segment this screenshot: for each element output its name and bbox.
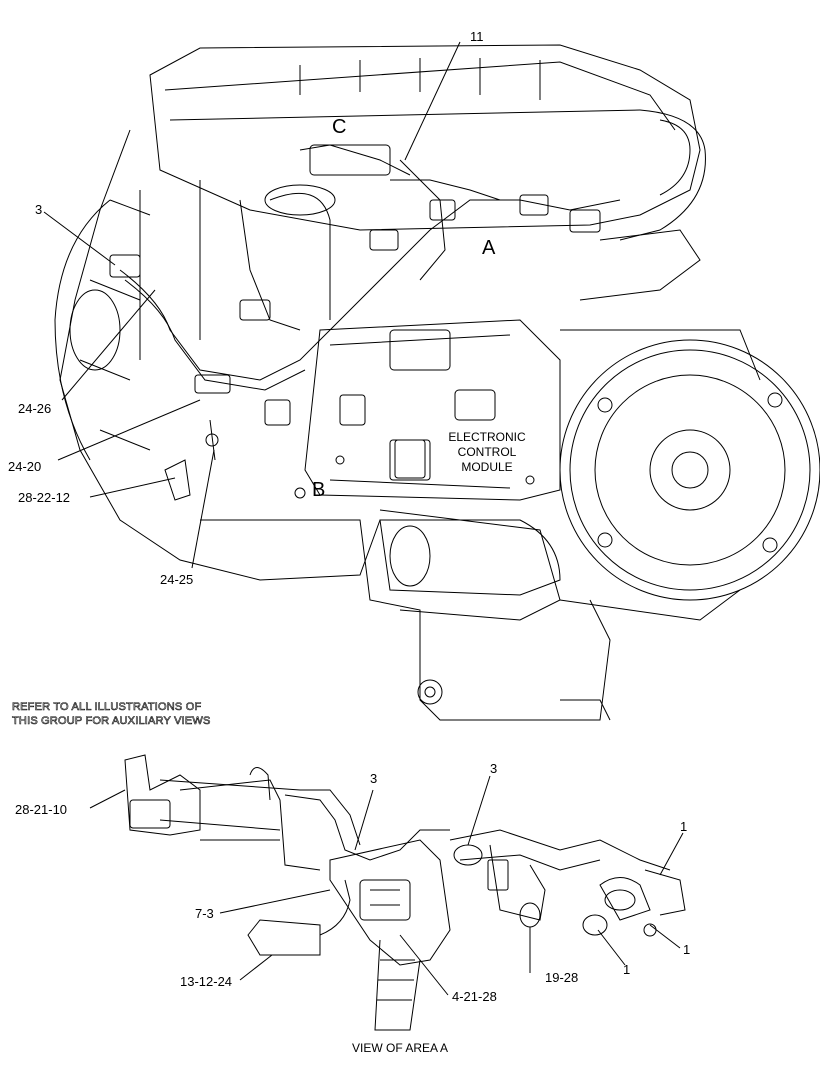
area-label-b: B xyxy=(312,479,326,501)
callout-7-3: 7-3 xyxy=(195,906,214,921)
leader-lines-main xyxy=(44,42,460,568)
note-line1: REFER TO ALL ILLUSTRATIONS OF xyxy=(12,701,202,714)
callout-28-22-12: 28-22-12 xyxy=(18,490,71,505)
area-label-c: C xyxy=(332,116,347,138)
callout-28-21-10: 28-21-10 xyxy=(15,802,68,817)
callout-1-top: 1 xyxy=(680,819,688,834)
ecm-label-line3: MODULE xyxy=(461,460,513,474)
ecm-label-line1: ELECTRONIC xyxy=(448,430,526,444)
callout-13-12-24: 13-12-24 xyxy=(180,974,233,989)
ecm-label: ELECTRONIC CONTROL MODULE xyxy=(432,430,542,475)
auxiliary-views-note: REFER TO ALL ILLUSTRATIONS OF THIS GROUP… xyxy=(12,700,211,728)
callout-1-bottom: 1 xyxy=(623,962,631,977)
callout-4-21-28: 4-21-28 xyxy=(452,989,497,1004)
callout-19-28: 19-28 xyxy=(545,970,579,985)
callout-3-view-left: 3 xyxy=(370,771,378,786)
callout-1-right: 1 xyxy=(683,942,691,957)
area-label-a: A xyxy=(482,237,496,259)
ecm-label-line2: CONTROL xyxy=(457,445,517,459)
callout-3-main: 3 xyxy=(35,202,43,217)
callout-11: 11 xyxy=(470,29,484,44)
callout-24-25: 24-25 xyxy=(160,572,194,587)
callout-3-view-right: 3 xyxy=(490,761,498,776)
callout-24-26: 24-26 xyxy=(18,401,52,416)
engine-main-view xyxy=(55,45,820,720)
callout-24-20: 24-20 xyxy=(8,459,42,474)
view-caption: VIEW OF AREA A xyxy=(352,1041,449,1055)
area-a-detail-view xyxy=(125,755,685,1030)
leader-lines-view xyxy=(90,776,683,995)
note-line2: THIS GROUP FOR AUXILIARY VIEWS xyxy=(12,715,211,728)
